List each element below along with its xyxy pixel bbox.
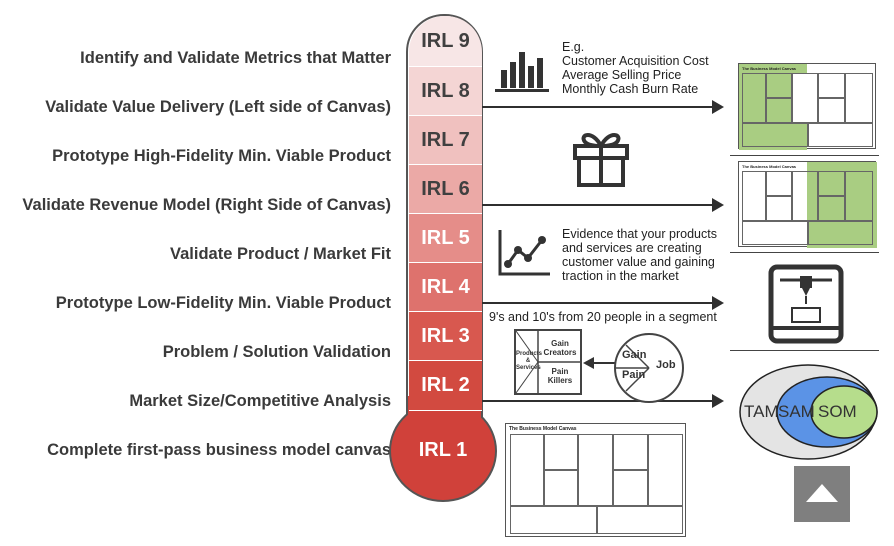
irl-7-label: IRL 7 [421,129,470,151]
gift-icon [573,133,629,187]
fit-arrow [583,357,615,369]
gain-label: Gain [622,349,647,361]
irl-segment-9: IRL 9 [409,16,482,66]
metrics-note-line: Monthly Cash Burn Rate [562,82,699,96]
milestone-label-irl3: Problem / Solution Validation [162,343,391,361]
business-model-canvas-left-highlight: The Business Model Canvas [738,63,876,150]
pain-killers-label: Pain Killers [547,367,573,385]
irl-3-label: IRL 3 [421,325,470,347]
irl-segment-7: IRL 7 [409,115,482,165]
tam-label: TAM [744,402,779,421]
irl-6-label: IRL 6 [421,178,470,200]
scroll-up-button[interactable] [794,466,850,522]
milestone-label-irl4: Prototype Low-Fidelity Min. Viable Produ… [55,294,391,312]
evidence-note-line: and services are creating [562,241,702,255]
business-model-canvas-blank: The Business Model Canvas [505,423,686,537]
milestone-label-irl1: Complete first-pass business model canva… [47,441,391,459]
evidence-note-line: traction in the market [562,269,679,283]
irl-9-label: IRL 9 [421,29,470,52]
up-arrow-button-icon [806,484,838,502]
arrow-irl2 [482,394,724,408]
metrics-note: E.g. Customer Acquisition Cost Average S… [562,40,709,96]
evidence-note-line: Evidence that your products [562,227,717,241]
milestone-label-irl6: Validate Revenue Model (Right Side of Ca… [22,196,391,214]
irl-segment-3: IRL 3 [409,311,482,361]
irl-2-label: IRL 2 [421,374,470,396]
milestone-label-irl7: Prototype High-Fidelity Min. Viable Prod… [52,147,391,165]
metrics-note-line: Average Selling Price [562,68,682,82]
canvas-title: The Business Model Canvas [742,66,797,71]
job-label: Job [656,359,676,371]
milestone-label-irl8: Validate Value Delivery (Left side of Ca… [45,98,391,116]
metrics-note-title: E.g. [562,40,585,54]
business-model-canvas-right-highlight: The Business Model Canvas [738,161,877,248]
som-label: SOM [818,402,857,421]
line-chart-icon [498,230,550,276]
sam-label: SAM [778,402,815,421]
arrow-irl8 [482,100,724,114]
evidence-note-line: customer value and gaining [562,255,715,269]
arrow-irl4 [482,296,724,310]
products-services-label: Products & Services [516,351,543,371]
irl-segment-6: IRL 6 [409,164,482,214]
separator-line [730,252,879,253]
milestone-label-irl2: Market Size/Competitive Analysis [129,392,391,410]
milestone-label-irl9: Identify and Validate Metrics that Matte… [80,49,391,67]
irl-segment-4: IRL 4 [409,262,482,312]
irl-5-label: IRL 5 [421,227,470,249]
evidence-note: Evidence that your products and services… [562,227,717,283]
survey-note: 9's and 10's from 20 people in a segment [489,310,717,324]
milestone-label-irl5: Validate Product / Market Fit [170,245,391,263]
irl-segment-1: IRL 1 [389,425,497,475]
market-size-diagram [739,364,878,460]
separator-line [730,155,879,156]
pain-label: Pain [622,369,646,381]
value-proposition-square: Products & Services Gain Creators Pain K… [514,329,582,395]
irl-segment-5: IRL 5 [409,213,482,263]
canvas-title: The Business Model Canvas [509,426,577,432]
irl-4-label: IRL 4 [421,276,470,298]
irl-8-label: IRL 8 [421,80,470,102]
irl-segment-8: IRL 8 [409,66,482,116]
separator-line [730,350,879,351]
canvas-title: The Business Model Canvas [742,164,797,169]
arrow-irl6 [482,198,724,212]
customer-profile-circle: Gain Pain Job [614,333,684,403]
irl-segment-2: IRL 2 [409,360,482,411]
gain-creators-label: Gain Creators [543,339,577,357]
3d-printer-icon [768,264,844,344]
metrics-note-line: Customer Acquisition Cost [562,54,709,68]
bar-chart-icon [495,52,549,92]
irl-1-label: IRL 1 [418,438,468,461]
